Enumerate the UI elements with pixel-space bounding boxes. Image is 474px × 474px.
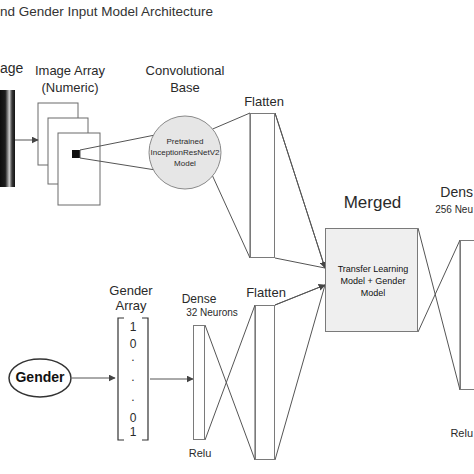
input-image: age: [0, 90, 15, 187]
node-text: Relu: [180, 447, 220, 460]
node-label: Gender Array: [104, 283, 158, 313]
connector-line: [15, 140, 38, 141]
node-label: Convolutional Base: [137, 62, 233, 96]
dense-layer: Dense32 NeuronsRelu: [193, 325, 205, 440]
connector-line: [80, 135, 153, 169]
node-text: Pretrained InceptionResNetV2 Model: [145, 136, 225, 169]
node-label: Merged: [326, 193, 419, 213]
gender-input: Gender: [8, 358, 72, 398]
array-bracket: [142, 318, 148, 440]
connector-line: [275, 113, 325, 268]
connector-line: [213, 113, 250, 258]
connector-line: [418, 228, 460, 390]
node-label: Gender: [8, 369, 72, 386]
node-text: Transfer Learning Model + Gender Model: [330, 263, 416, 299]
node-text: .: [118, 350, 148, 364]
flatten-layer: Flatten: [250, 113, 275, 258]
connector-line: [275, 285, 325, 460]
connector-line: [205, 305, 255, 460]
node-label: Flatten: [240, 285, 292, 301]
connector-line: [150, 379, 193, 380]
node-text: Relu: [423, 427, 473, 440]
node-text: 256 Neu: [401, 204, 473, 216]
node-label: Dens: [423, 184, 473, 201]
pixel-patch: [72, 150, 80, 158]
diagram-title: nd Gender Input Model Architecture: [0, 4, 213, 19]
node-text: .: [118, 370, 148, 384]
node-text: 32 Neurons: [173, 307, 251, 319]
node-text: 0: [118, 411, 148, 425]
node-text: 1: [118, 320, 148, 334]
connector-line: [72, 378, 115, 379]
node-text: .: [118, 390, 148, 404]
array-sheet: [58, 133, 100, 205]
node-label: Dense: [174, 292, 224, 306]
node-label: Image Array (Numeric): [28, 62, 112, 96]
ellipse-shape: [9, 359, 71, 397]
conv-base-circle: Convolutional BasePretrained InceptionRe…: [148, 115, 222, 190]
dense-layer: Dens256 NeuRelu: [460, 240, 474, 390]
image-array: Image Array (Numeric): [38, 103, 100, 205]
node-text: 0: [118, 337, 148, 351]
node-label: age: [0, 60, 40, 77]
merged-box: MergedTransfer Learning Model + Gender M…: [325, 228, 418, 332]
flatten-layer: Flatten: [255, 305, 275, 460]
node-label: Flatten: [238, 94, 290, 110]
gender-array: Gender Array10...01: [118, 318, 148, 440]
array-bracket: [118, 318, 124, 440]
node-text: 1: [118, 425, 148, 439]
